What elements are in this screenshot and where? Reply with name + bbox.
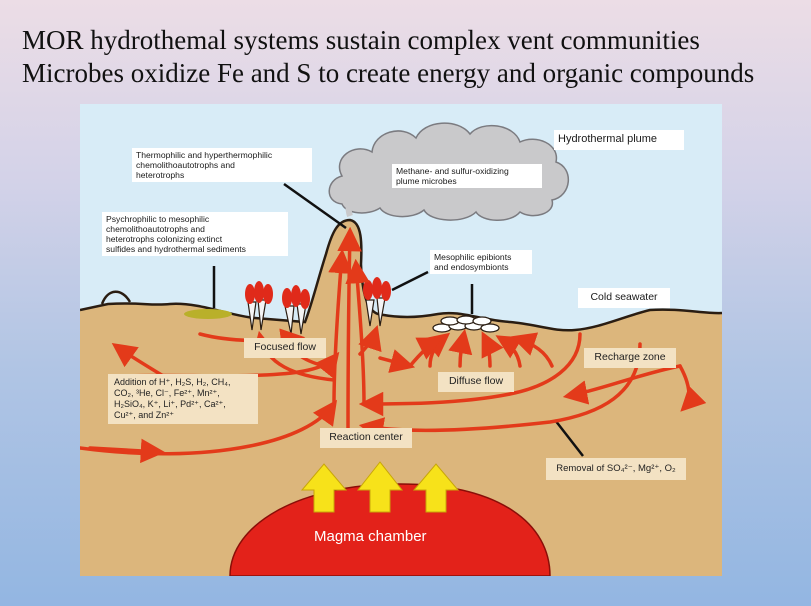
tubeworm-plumes-right: [363, 277, 391, 301]
plume-stem: [345, 197, 355, 217]
hydrothermal-diagram: Hydrothermal plume Thermophilic and hype…: [80, 104, 722, 576]
seafloor-crust: [80, 220, 722, 576]
label-diffuse-flow: Diffuse flow: [438, 372, 514, 392]
tubeworms-right: [365, 297, 386, 327]
fluid-flow-arrows: [80, 226, 707, 464]
label-focused-flow: Focused flow: [244, 338, 326, 358]
label-psychrophilic: Psychrophilic to mesophilic chemolithoau…: [102, 212, 288, 256]
magma-chamber-shape: [229, 483, 551, 576]
leader-lines: [212, 182, 584, 457]
heat-upwelling-arrows: [300, 461, 460, 513]
tubeworm-plumes-left: [245, 281, 310, 309]
extinct-sulfide-mound: [100, 290, 132, 305]
label-removal: Removal of SO₄²⁻, Mg²⁺, O₂: [546, 458, 686, 480]
label-magma-chamber: Magma chamber: [314, 528, 427, 545]
label-cold-seawater: Cold seawater: [578, 288, 670, 308]
label-mesophilic: Mesophilic epibionts and endosymbionts: [430, 250, 532, 274]
microbial-mat: [184, 309, 232, 319]
label-plume-microbes: Methane- and sulfur-oxidizing plume micr…: [392, 164, 542, 188]
label-hydrothermal-plume: Hydrothermal plume: [554, 130, 684, 150]
label-addition: Addition of H⁺, H₂S, H₂, CH₄, CO₂, ³He, …: [108, 374, 258, 424]
title-line-2: Microbes oxidize Fe and S to create ener…: [22, 58, 755, 88]
title-line-1: MOR hydrothemal systems sustain complex …: [22, 25, 700, 55]
slide-title: MOR hydrothemal systems sustain complex …: [22, 24, 754, 90]
label-recharge-zone: Recharge zone: [584, 348, 676, 368]
label-thermophilic: Thermophilic and hyperthermophilic chemo…: [132, 148, 312, 182]
label-reaction-center: Reaction center: [320, 428, 412, 448]
